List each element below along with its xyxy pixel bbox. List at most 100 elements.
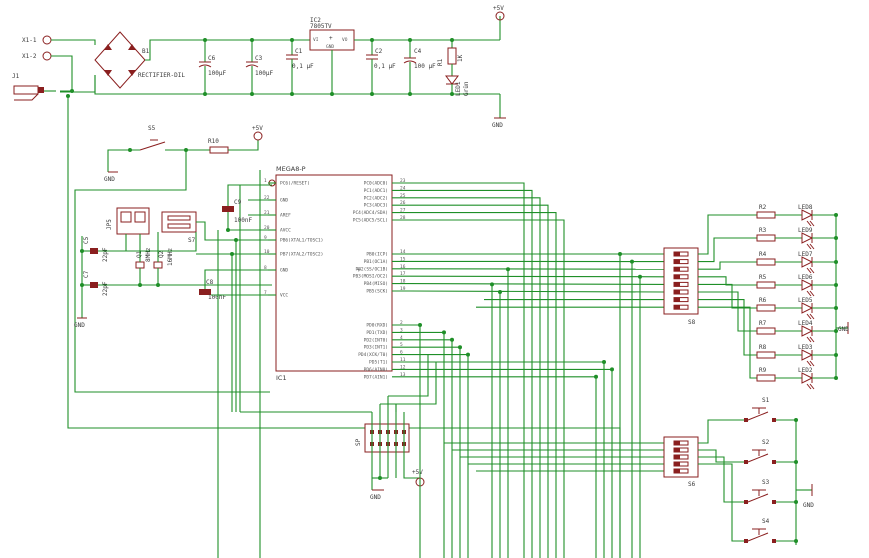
- regulator-pin-in: VI: [313, 37, 319, 43]
- net-led-row: [698, 237, 757, 263]
- button-contact: [747, 411, 769, 421]
- mcu-left-pin-label: VCC: [280, 293, 288, 299]
- net-isp-5: [403, 412, 420, 479]
- cap-c4-plate2: [403, 60, 417, 64]
- mcu-right-pin-label: PC1(ADC1): [364, 188, 388, 194]
- mcu-right-pin-number: 28: [400, 215, 406, 221]
- mcu-right-pin-number: 24: [400, 185, 406, 191]
- net-rect-plus: [145, 39, 310, 61]
- cap-c7: [90, 282, 98, 288]
- led1-symbol: [445, 75, 459, 85]
- mcu-right-pin-label: PD5(T1): [369, 360, 388, 366]
- cap-c3-value: 100µF: [255, 70, 273, 77]
- mcu-right-pins: PC0(ADC0)23PC1(ADC1)24PC2(ADC2)25PC3(ADC…: [353, 178, 410, 380]
- net-gnd-rail: [94, 75, 500, 95]
- net-portd: [410, 339, 453, 558]
- regulator-pin-out: VO: [342, 37, 348, 43]
- cap-c8-name: C8: [206, 279, 214, 286]
- led-bar-resistor: [756, 374, 776, 382]
- mcu-value: MEGA8-P: [276, 165, 306, 173]
- mcu-right-pin-number: 25: [400, 193, 406, 199]
- dip-slot-knob: [674, 252, 680, 256]
- led-bar-resistor: [756, 234, 776, 242]
- connector-x1-1: [42, 35, 52, 45]
- junction: [203, 38, 207, 42]
- jumper-jp5-name: JP5: [106, 219, 113, 230]
- junction: [378, 476, 382, 480]
- mcu-left-pin-number: 7: [264, 290, 267, 296]
- net-portb: [409, 283, 665, 285]
- net-portd: [410, 361, 605, 558]
- switch-s5-contact: [139, 141, 166, 151]
- mcu-right-pin-number: 14: [400, 249, 406, 255]
- net-portd: [410, 331, 445, 558]
- rectifier-diode-1: [104, 44, 112, 50]
- net-r10-5v: [228, 140, 259, 151]
- cap-c3-name: C3: [255, 55, 263, 62]
- resistor-r10: [209, 146, 229, 154]
- led-bar-diode-name: LED5: [798, 297, 813, 304]
- dip-slot-knob: [674, 267, 680, 272]
- led-bar-resistor: [756, 327, 776, 335]
- dip-slot-knob: [674, 282, 680, 287]
- net-portd: [410, 324, 421, 558]
- mcu-right-pin-number: 19: [400, 286, 406, 292]
- button-contact: [747, 453, 769, 463]
- led-bar-resistor-name: R8: [759, 344, 767, 351]
- cap-c9: [222, 206, 234, 212]
- cap-c2-name: C2: [375, 48, 383, 55]
- jumper-jp5-pin2: [134, 211, 146, 223]
- jack-j1: [13, 85, 39, 95]
- cap-c9-value: 100nF: [234, 217, 252, 224]
- resistor-r10-name: R10: [208, 138, 219, 145]
- dip-slot-knob: [674, 448, 680, 452]
- net-button-row: [698, 456, 748, 503]
- cap-c9-name: C9: [234, 199, 242, 206]
- button-contact: [747, 532, 769, 542]
- mcu-left-pin-label: AREF: [280, 213, 291, 219]
- net-x1-1: [51, 39, 96, 45]
- net-portc: [410, 219, 565, 558]
- mcu-right-pin-number: 4: [400, 335, 403, 341]
- net-rect-ac2: [60, 75, 96, 93]
- junction: [290, 38, 294, 42]
- dip-slot-knob: [674, 274, 680, 279]
- switch-s7-name: S7: [188, 237, 196, 244]
- crystal-q2-value: 16MHz: [167, 248, 174, 266]
- mcu-right-pin-number: 18: [400, 279, 406, 285]
- junction: [450, 337, 454, 342]
- button-terminal: [744, 418, 748, 422]
- led-bar-ray: [806, 360, 812, 367]
- gnd-label-reset: GND: [104, 176, 115, 183]
- mcu-left-pin-label: PB7(XTAL2/TOSC2): [280, 252, 323, 258]
- led-bar-resistor-name: R2: [759, 204, 767, 211]
- net-portc: [410, 197, 541, 558]
- led-bar-resistor: [756, 258, 776, 266]
- net-c8-gnd: [204, 269, 272, 289]
- junction: [370, 92, 374, 96]
- led-bar-ray: [809, 220, 815, 227]
- led-bar-ray: [809, 383, 815, 390]
- dip-slot-knob: [674, 441, 680, 445]
- net-button-row: [698, 463, 748, 542]
- mcu-left-pin-number: 8: [264, 265, 267, 271]
- led-bar-ray: [806, 383, 812, 390]
- led-bar-ray: [806, 313, 812, 320]
- mcu-right-pin-number: 11: [400, 357, 406, 363]
- cap-c8-value: 100nF: [208, 294, 226, 301]
- net-portb: [409, 275, 665, 278]
- led-bar-diode-name: LED3: [798, 344, 813, 351]
- mcu-right-pin-label: PB3(MOSI/OC2): [353, 274, 388, 280]
- net-portc: [410, 212, 557, 558]
- led-bar-resistor-name: R4: [759, 251, 767, 258]
- junction: [66, 94, 70, 98]
- gnd-label-led: GND: [838, 326, 849, 333]
- net-led-row: [698, 214, 757, 255]
- button-terminal: [744, 539, 748, 543]
- led-bar-diode: [801, 372, 814, 384]
- junction: [408, 38, 412, 42]
- cap-c5: [90, 248, 98, 254]
